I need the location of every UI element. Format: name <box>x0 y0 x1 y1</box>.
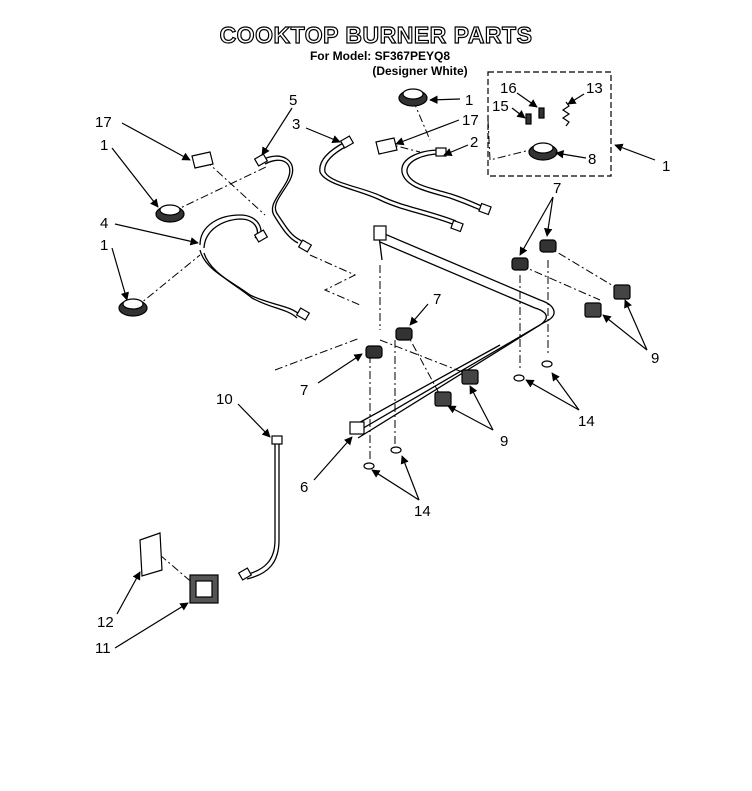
callout-7-right: 7 <box>553 180 561 197</box>
callout-9-left: 9 <box>500 433 508 450</box>
callout-labels: 5 3 17 1 4 1 1 17 2 16 15 13 8 1 7 7 7 9… <box>95 80 670 657</box>
callout-12: 12 <box>97 614 114 631</box>
callout-8: 8 <box>588 151 596 168</box>
callout-5: 5 <box>289 92 297 109</box>
burner-left-upper <box>155 204 185 223</box>
callout-2: 2 <box>470 134 478 151</box>
bracket-17-left <box>191 151 214 169</box>
callout-10: 10 <box>216 391 233 408</box>
variant-line: (Designer White) <box>372 64 468 78</box>
callout-7-middle: 7 <box>433 291 441 308</box>
callout-1-top: 1 <box>465 92 473 109</box>
burner-parts <box>118 88 631 604</box>
callout-6: 6 <box>300 479 308 496</box>
callout-1-right: 1 <box>662 158 670 175</box>
screws-14 <box>363 360 553 470</box>
callout-9-right: 9 <box>651 350 659 367</box>
callout-17-left: 17 <box>95 114 112 131</box>
screw-15 <box>525 113 532 125</box>
callout-15: 15 <box>492 98 509 115</box>
callout-13: 13 <box>586 80 603 97</box>
burner-detail-8 <box>528 142 558 161</box>
callout-1-left-upper: 1 <box>100 137 108 154</box>
gas-tubing <box>199 141 555 580</box>
callout-14-right: 14 <box>578 413 595 430</box>
regulator-assembly <box>139 532 219 604</box>
callout-7-left: 7 <box>300 382 308 399</box>
callout-14-left: 14 <box>414 503 431 520</box>
callout-4: 4 <box>100 215 108 232</box>
screw-16 <box>538 107 545 119</box>
callout-3: 3 <box>292 116 300 133</box>
valves-7 <box>365 239 557 359</box>
diagram-title: COOKTOP BURNER PARTS <box>219 21 533 48</box>
orifice-9 <box>434 284 631 407</box>
callout-11: 11 <box>95 640 111 657</box>
callout-arrows <box>111 92 656 649</box>
dashdot-leaders <box>134 99 621 586</box>
callout-16: 16 <box>500 80 517 97</box>
manifold-end <box>349 421 365 435</box>
bracket-17-right <box>375 137 398 155</box>
callout-1-left-lower: 1 <box>100 237 108 254</box>
callout-17-right: 17 <box>462 112 479 129</box>
burner-top-center <box>398 88 428 107</box>
spring-13 <box>561 101 571 127</box>
model-line: For Model: SF367PEYQ8 <box>309 49 451 63</box>
burner-left-lower <box>118 298 148 317</box>
